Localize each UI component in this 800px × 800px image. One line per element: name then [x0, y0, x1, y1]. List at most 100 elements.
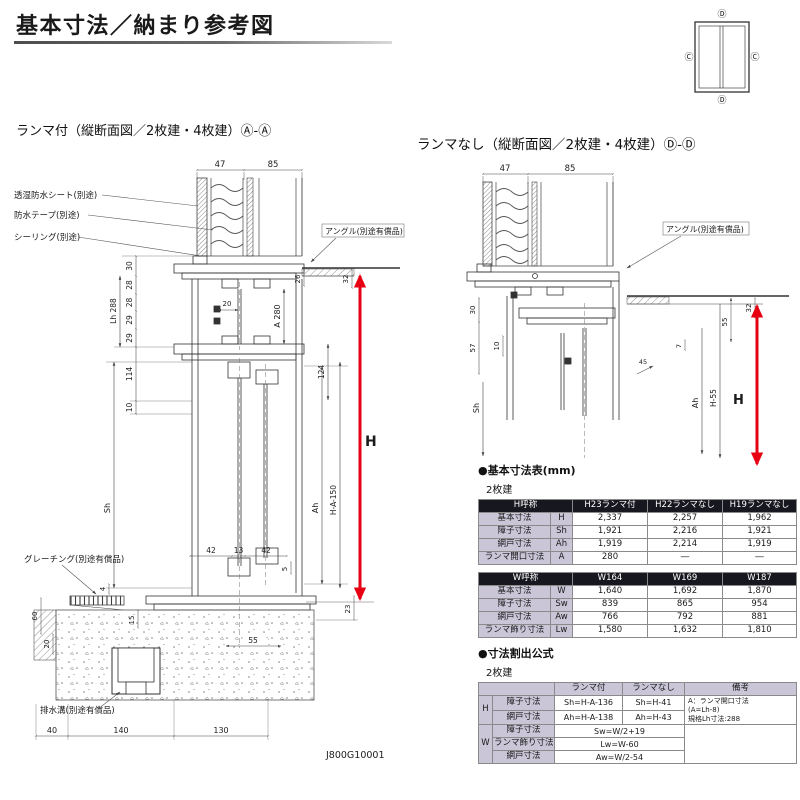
formula-heading: ●寸法割出公式: [478, 647, 554, 660]
row-symbol: H: [550, 512, 573, 526]
w-table-header: W169: [647, 572, 723, 586]
dimension-table-heading: ●基本寸法表(mm): [478, 464, 576, 477]
dim-20: 20: [223, 300, 232, 308]
dim-ha150: H-A-150: [329, 485, 338, 515]
callout-grating: グレーチング(別途有償品): [24, 554, 124, 565]
row-label: 基本寸法: [478, 585, 551, 599]
row-label: 網戸寸法: [478, 611, 551, 625]
section-mark-top: Ⓓ: [717, 9, 726, 20]
dim-value: 1,632: [647, 624, 723, 638]
dim-value: 881: [722, 611, 797, 625]
formula-header-with-transom: ランマ付: [554, 682, 623, 696]
dim-45: 45: [639, 358, 647, 366]
dim-23: 23: [344, 605, 352, 614]
row-symbol: A: [550, 551, 573, 565]
dim-55: 55: [721, 318, 729, 327]
dim-29b: 29: [125, 333, 134, 343]
dim-value: 1,692: [647, 585, 723, 599]
drain-callout: 排水溝(別途有償品): [40, 691, 121, 716]
callout-waterproof-sheet: 透湿防水シート(別途): [14, 190, 97, 201]
note-cell: A：ランマ開口寸法 (A=Lh-8) 規格Lh寸法:288: [684, 694, 797, 726]
height-dimensions: Sh Ah H-55: [472, 304, 722, 459]
dim-value: ―: [722, 551, 797, 565]
dim-sh: Sh: [103, 503, 112, 513]
row-label: ランマ開口寸法: [478, 551, 551, 565]
row-symbol: Lw: [550, 624, 573, 638]
formula-value: Sw=W/2+19: [554, 724, 685, 739]
head-offset-dims: 26 32: [294, 269, 353, 289]
dim-ah: Ah: [691, 398, 700, 409]
dim-value: 1,810: [722, 624, 797, 638]
note-line: (A=Lh-8): [688, 705, 720, 714]
row-symbol: Ah: [550, 538, 573, 552]
dim-value: 1,640: [572, 585, 648, 599]
formula-header-without-transom: ランマなし: [622, 682, 685, 696]
dim-30: 30: [469, 306, 477, 315]
dim-28b: 28: [125, 298, 134, 308]
callout-angle: アングル(別途有償品): [666, 224, 744, 234]
dim-40: 40: [47, 726, 57, 735]
w-table-header: W187: [722, 572, 797, 586]
top-width-dimension: 47 85: [195, 160, 304, 180]
title-underline: [14, 41, 392, 44]
dim-value: 954: [722, 598, 797, 612]
sill-assembly: [69, 595, 317, 611]
row-symbol: Sh: [550, 525, 573, 539]
wall-assembly: [196, 177, 303, 257]
dimension-tables: ●基本寸法表(mm) 2枚建 H呼称 H23ランマ付 H22ランマなし H19ラ…: [478, 462, 797, 771]
slope-mark: 45: [636, 358, 654, 375]
no-transom-section-drawing: 47 85 アングル(別途有償品): [466, 164, 789, 467]
dim-32: 32: [342, 275, 350, 284]
note-cell-blank: [684, 724, 797, 765]
row-label: 網戸寸法: [478, 538, 551, 552]
bottom-dim-chain: 40 140 130: [35, 700, 269, 740]
formula-value: Sh=H-A-136: [554, 695, 623, 711]
dim-4: 4: [99, 586, 107, 591]
section-mark-bottom: Ⓓ: [717, 95, 726, 106]
dim-value: 1,919: [722, 538, 797, 552]
section-mark-left: Ⓒ: [684, 52, 693, 63]
formula-value: Lw=W-60: [554, 737, 685, 752]
transom-glazing: 20 A 280: [217, 282, 286, 350]
left-base-dims: 60 20: [31, 597, 54, 655]
interior-floor-line: [301, 267, 400, 277]
dim-13: 13: [234, 546, 244, 555]
h-dimension-table: H呼称 H23ランマ付 H22ランマなし H19ランマなし 基本寸法 H 2,3…: [478, 499, 797, 565]
dim-47: 47: [215, 160, 226, 170]
window-elevation-diagram: Ⓓ Ⓒ Ⓒ Ⓓ: [684, 9, 759, 106]
dim-29a: 29: [125, 315, 134, 325]
sash-frames: [506, 281, 620, 458]
transom-bottom-rail: [173, 335, 305, 361]
dim-h: H: [733, 393, 744, 408]
page-title: 基本寸法／納まり参考図: [16, 14, 275, 39]
dim-value: 1,580: [572, 624, 648, 638]
callout-sealing: シーリング(別途): [14, 232, 80, 243]
dim-lh288: Lh 288: [109, 298, 118, 324]
angle-callout: アングル(別途有償品): [626, 221, 750, 269]
drawing-code: J800G10001: [325, 750, 385, 761]
row-symbol: Aw: [550, 611, 573, 625]
dim-value: 1,870: [722, 585, 797, 599]
h-table-header: H23ランマ付: [572, 499, 648, 513]
dim-20b: 20: [43, 640, 51, 649]
row-label: 障子寸法: [492, 695, 555, 711]
formula-value: Sh=H-41: [622, 695, 685, 711]
row-label: 障子寸法: [492, 724, 555, 739]
dim-30: 30: [125, 261, 134, 271]
section-mark-right: Ⓒ: [750, 52, 759, 63]
concrete-base: 55: [33, 609, 315, 701]
dim-85: 85: [268, 160, 279, 170]
note-line: 規格Lh寸法:288: [688, 714, 741, 723]
dim-114: 114: [125, 367, 134, 382]
dim-sh: Sh: [472, 403, 481, 413]
head-frame: [466, 263, 620, 299]
dim-value: 839: [572, 598, 648, 612]
right-section-title: ランマなし（縦断面図／2枚建・4枚建）Ⓓ-Ⓓ: [417, 137, 696, 153]
dim-140: 140: [113, 726, 128, 735]
insulation-symbol: [495, 188, 529, 264]
w-dimension-table: W呼称 W164 W169 W187 基本寸法 W 1,640 1,692 1,…: [478, 572, 797, 638]
row-label: 基本寸法: [478, 512, 551, 526]
formula-subheading: 2枚建: [486, 668, 513, 679]
row-label: ランマ飾り寸法: [478, 624, 551, 638]
